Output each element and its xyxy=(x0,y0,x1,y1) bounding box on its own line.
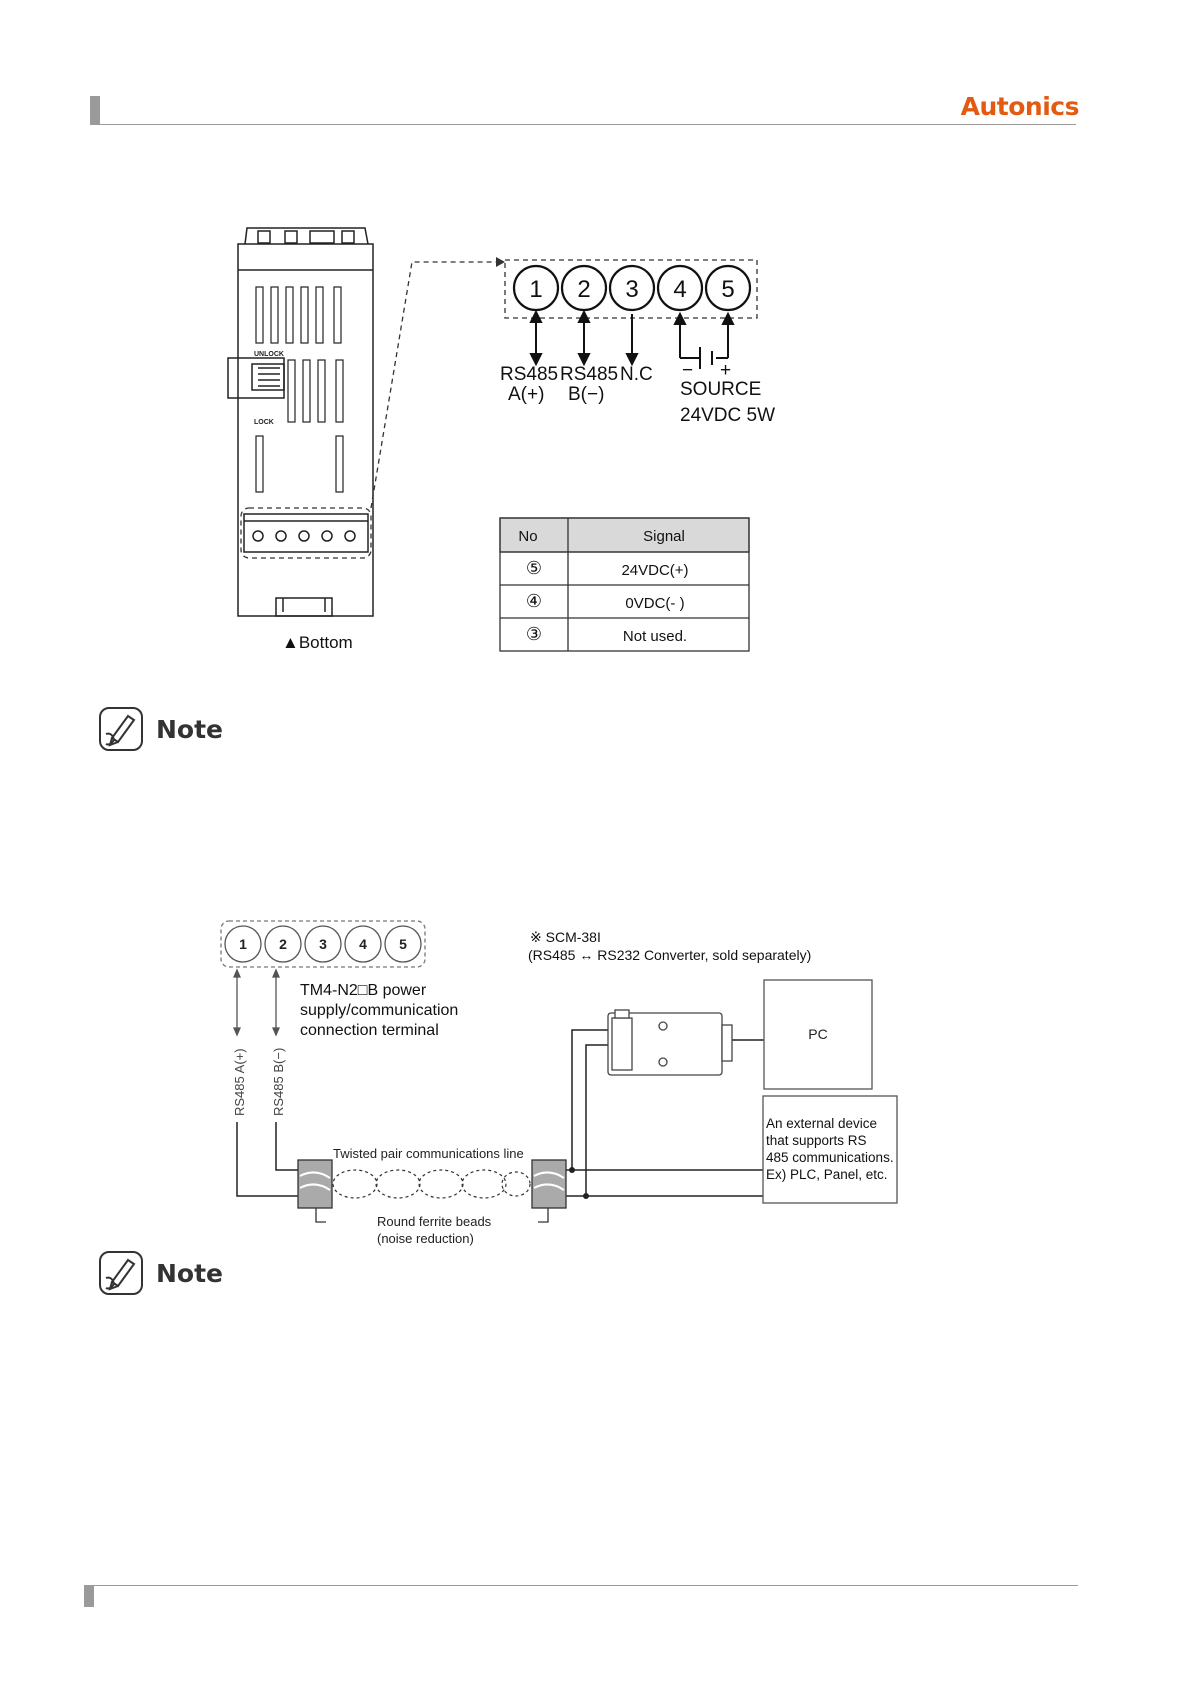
terminal-label-3: connection terminal xyxy=(300,1022,439,1039)
terminal-diagram: UNLOCK LOCK ▲Bottom 1 2 3 4 5 RS485 A(+) xyxy=(227,227,775,652)
table-row-2-no: ④ xyxy=(526,591,542,611)
table-row-2-signal: 0VDC(- ) xyxy=(625,595,684,612)
converter-label-1: ※ SCM-38I xyxy=(530,929,601,945)
note-1: Note xyxy=(98,706,223,752)
ferrite-label-1: Round ferrite beads xyxy=(377,1214,492,1229)
table-row-1-signal: 24VDC(+) xyxy=(621,562,688,579)
ext-label-1: An external device xyxy=(766,1116,877,1131)
w-pin-3: 3 xyxy=(319,936,327,952)
source-label-2: 24VDC 5W xyxy=(680,405,775,426)
pin3-label: N.C xyxy=(620,364,653,385)
pin-3: 3 xyxy=(625,276,638,303)
note-1-label: Note xyxy=(156,714,224,744)
terminal-strip xyxy=(220,920,426,968)
pin2-label-2: B(−) xyxy=(568,384,604,405)
connector-callout xyxy=(240,507,372,559)
pin2-label-1: RS485 xyxy=(560,364,618,385)
twisted-pair-line xyxy=(332,1169,531,1199)
note-2-label: Note xyxy=(156,1258,224,1288)
unlock-label: UNLOCK xyxy=(254,351,284,358)
source-label-1: SOURCE xyxy=(680,379,761,400)
pin-circles xyxy=(512,264,752,312)
w-pin-4: 4 xyxy=(359,936,367,952)
ferrite-label-2: (noise reduction) xyxy=(377,1231,474,1246)
note-pencil-icon xyxy=(99,1251,143,1295)
note-2: Note xyxy=(98,1250,223,1296)
footer-bar xyxy=(84,1585,94,1607)
pc-label: PC xyxy=(808,1026,827,1042)
ext-label-4: Ex) PLC, Panel, etc. xyxy=(766,1167,888,1182)
twisted-pair-label: Twisted pair communications line xyxy=(333,1146,524,1161)
header-bar xyxy=(90,96,100,124)
minus-label: − xyxy=(682,360,693,381)
pin1-label-2: A(+) xyxy=(508,384,544,405)
callout-arrow xyxy=(370,261,496,509)
converter-label-2: (RS485 ↔ RS232 Converter, sold separatel… xyxy=(528,947,811,963)
rs485-b-label: RS485 B(−) xyxy=(271,1048,286,1116)
pin-1: 1 xyxy=(529,276,542,303)
w-pin-5: 5 xyxy=(399,936,407,952)
terminal-label-1: TM4-N2□B power xyxy=(300,982,427,999)
controller-bottom-view xyxy=(227,227,374,617)
ext-label-2: that supports RS xyxy=(766,1133,867,1148)
pin1-label-1: RS485 xyxy=(500,364,558,385)
external-device-box xyxy=(762,1095,898,1204)
brand-logo: Autonics xyxy=(960,92,1080,121)
lock-label: LOCK xyxy=(254,419,274,426)
rs485-a-label: RS485 A(+) xyxy=(232,1048,247,1116)
wiring-diagram: 1 2 3 4 5 ※ SCM-38I (RS485 ↔ RS232 Conve… xyxy=(220,920,898,1246)
table-header-signal: Signal xyxy=(643,528,685,545)
header-rule xyxy=(90,124,1076,125)
pin-2: 2 xyxy=(577,276,590,303)
footer-rule xyxy=(84,1585,1078,1586)
pin-4: 4 xyxy=(673,276,686,303)
table-row-3-signal: Not used. xyxy=(623,628,687,645)
table-header-no: No xyxy=(518,528,537,545)
note-pencil-icon xyxy=(99,707,143,751)
table-row-3-no: ③ xyxy=(526,624,542,644)
ext-label-3: 485 communications. xyxy=(766,1150,894,1165)
terminal-label-2: supply/communication xyxy=(300,1002,458,1019)
table-row-1-no: ⑤ xyxy=(526,558,542,578)
pin-5: 5 xyxy=(721,276,734,303)
signal-table: No Signal ⑤ 24VDC(+) ④ 0VDC(- ) ③ Not us… xyxy=(499,517,750,652)
pc-box xyxy=(763,979,873,1090)
ferrite-bead-left xyxy=(297,1159,333,1223)
bottom-caption: ▲Bottom xyxy=(282,633,353,652)
ferrite-bead-right xyxy=(531,1159,567,1223)
plus-label: + xyxy=(720,360,731,381)
w-pin-1: 1 xyxy=(239,936,247,952)
w-pin-2: 2 xyxy=(279,936,287,952)
converter-device xyxy=(607,1009,733,1076)
